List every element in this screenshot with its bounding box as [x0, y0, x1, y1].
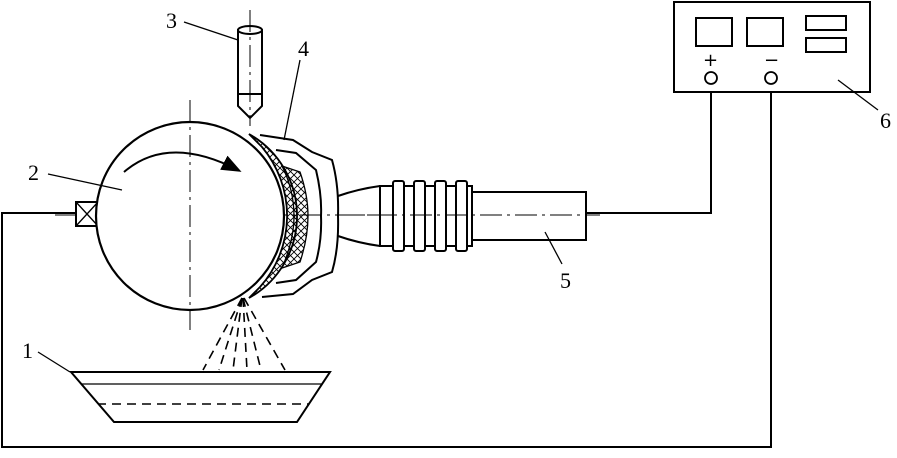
rotation-arrow — [123, 151, 242, 173]
callout-2: 2 — [28, 160, 39, 185]
power-supply: + − — [673, 1, 871, 93]
electrolyte-tray — [68, 371, 332, 423]
electrode-assembly — [248, 133, 381, 299]
spindle-handle — [340, 180, 600, 252]
callout-4: 4 — [298, 36, 309, 61]
control-switch-top — [805, 15, 847, 31]
shaft-end — [75, 201, 99, 227]
minus-label: − — [764, 50, 779, 71]
control-switch-bottom — [805, 37, 847, 53]
spray-jets — [202, 297, 286, 371]
negative-terminal — [764, 71, 778, 85]
callout-3: 3 — [166, 8, 177, 33]
callout-5: 5 — [560, 268, 571, 293]
plus-label: + — [703, 50, 718, 71]
callout-1: 1 — [22, 338, 33, 363]
circuit-wiring — [1, 85, 772, 448]
meter-display-2 — [746, 17, 784, 47]
meter-display-1 — [695, 17, 733, 47]
coolant-nozzle — [237, 10, 263, 126]
grinding-wheel — [94, 100, 286, 330]
positive-terminal — [704, 71, 718, 85]
callout-6: 6 — [880, 108, 891, 133]
leader-lines — [37, 21, 879, 373]
